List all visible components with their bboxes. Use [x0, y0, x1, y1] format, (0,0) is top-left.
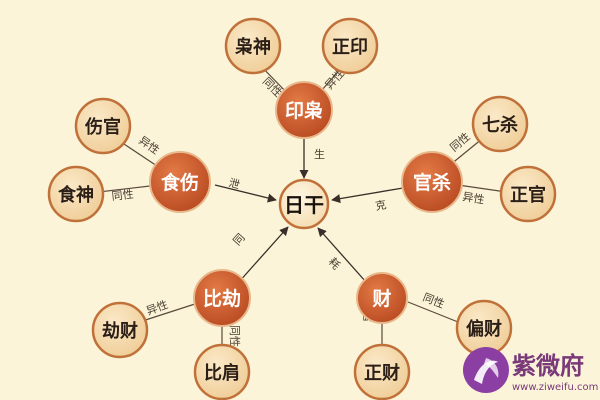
watermark-name: 紫微府 [512, 352, 584, 380]
node-zhengcai: 正财 [353, 343, 411, 400]
label-shishen: 食神 [57, 184, 94, 206]
node-cai: 财 [356, 272, 408, 324]
label-xiaoshen: 枭神 [234, 36, 271, 58]
label-qisha: 七杀 [482, 114, 518, 136]
node-qisha: 七杀 [471, 95, 529, 153]
rel-yin: 生 [314, 147, 325, 161]
node-xiaoshen: 枭神 [224, 17, 282, 75]
arrow-guan-center [331, 187, 404, 204]
arrow-bi-center [237, 226, 289, 284]
node-shangguan: 伤官 [74, 97, 132, 155]
node-zhengyin: 正印 [321, 17, 379, 75]
node-bijie: 比劫 [193, 269, 251, 327]
label-zhengguan: 正官 [510, 184, 546, 206]
label-shangguan: 伤官 [84, 116, 121, 138]
leaf-nodes: 枭神 正印 伤官 食神 七杀 正官 劫财 比肩 [47, 17, 557, 400]
rel-shishen: 同性 [111, 187, 134, 203]
group-nodes: 印枭 食伤 官杀 比劫 财 [149, 81, 463, 327]
rel-piancai: 同性 [421, 290, 447, 311]
arrow-shi-center [214, 184, 277, 203]
rel-zhengguan: 异性 [461, 189, 485, 207]
node-jiecai: 劫财 [91, 301, 149, 359]
label-bijian: 比肩 [204, 362, 240, 384]
rel-shi: 泄 [227, 176, 241, 191]
label-yinxiao: 印枭 [285, 99, 323, 122]
rel-guan: 克 [374, 198, 387, 213]
node-shishang: 食伤 [149, 151, 211, 213]
label-zhengyin: 正印 [332, 37, 368, 58]
rel-cai: 耗 [326, 255, 343, 272]
label-guansha: 官杀 [413, 171, 451, 194]
watermark: 紫微府 www.ziweifu.com [463, 347, 598, 393]
watermark-url: www.ziweifu.com [512, 382, 598, 393]
label-piancai: 偏财 [466, 318, 502, 340]
label-shishang: 食伤 [161, 171, 199, 194]
node-yinxiao: 印枭 [275, 81, 333, 139]
node-guansha: 官杀 [401, 151, 463, 213]
rel-jiecai: 异性 [144, 297, 169, 318]
rel-shangguan: 异性 [136, 133, 162, 157]
node-zhengguan: 正官 [499, 165, 557, 223]
label-zhengcai: 正财 [364, 362, 400, 384]
line-piancai-cai [407, 301, 459, 323]
node-shishen: 食神 [47, 165, 105, 223]
node-bijian: 比肩 [193, 343, 251, 400]
node-piancai: 偏财 [455, 299, 513, 357]
rel-qisha: 同性 [447, 129, 473, 154]
arrow-cai-center [317, 227, 367, 283]
label-jiecai: 劫财 [102, 320, 138, 342]
label-cai: 财 [372, 287, 391, 310]
label-bijie: 比劫 [203, 287, 241, 310]
rel-bijian: 同性 [228, 325, 242, 347]
label-center: 日干 [284, 193, 324, 217]
rel-bi: 同 [231, 231, 248, 248]
arrow-lines [214, 132, 404, 284]
node-center-rigan: 日干 [278, 178, 330, 230]
